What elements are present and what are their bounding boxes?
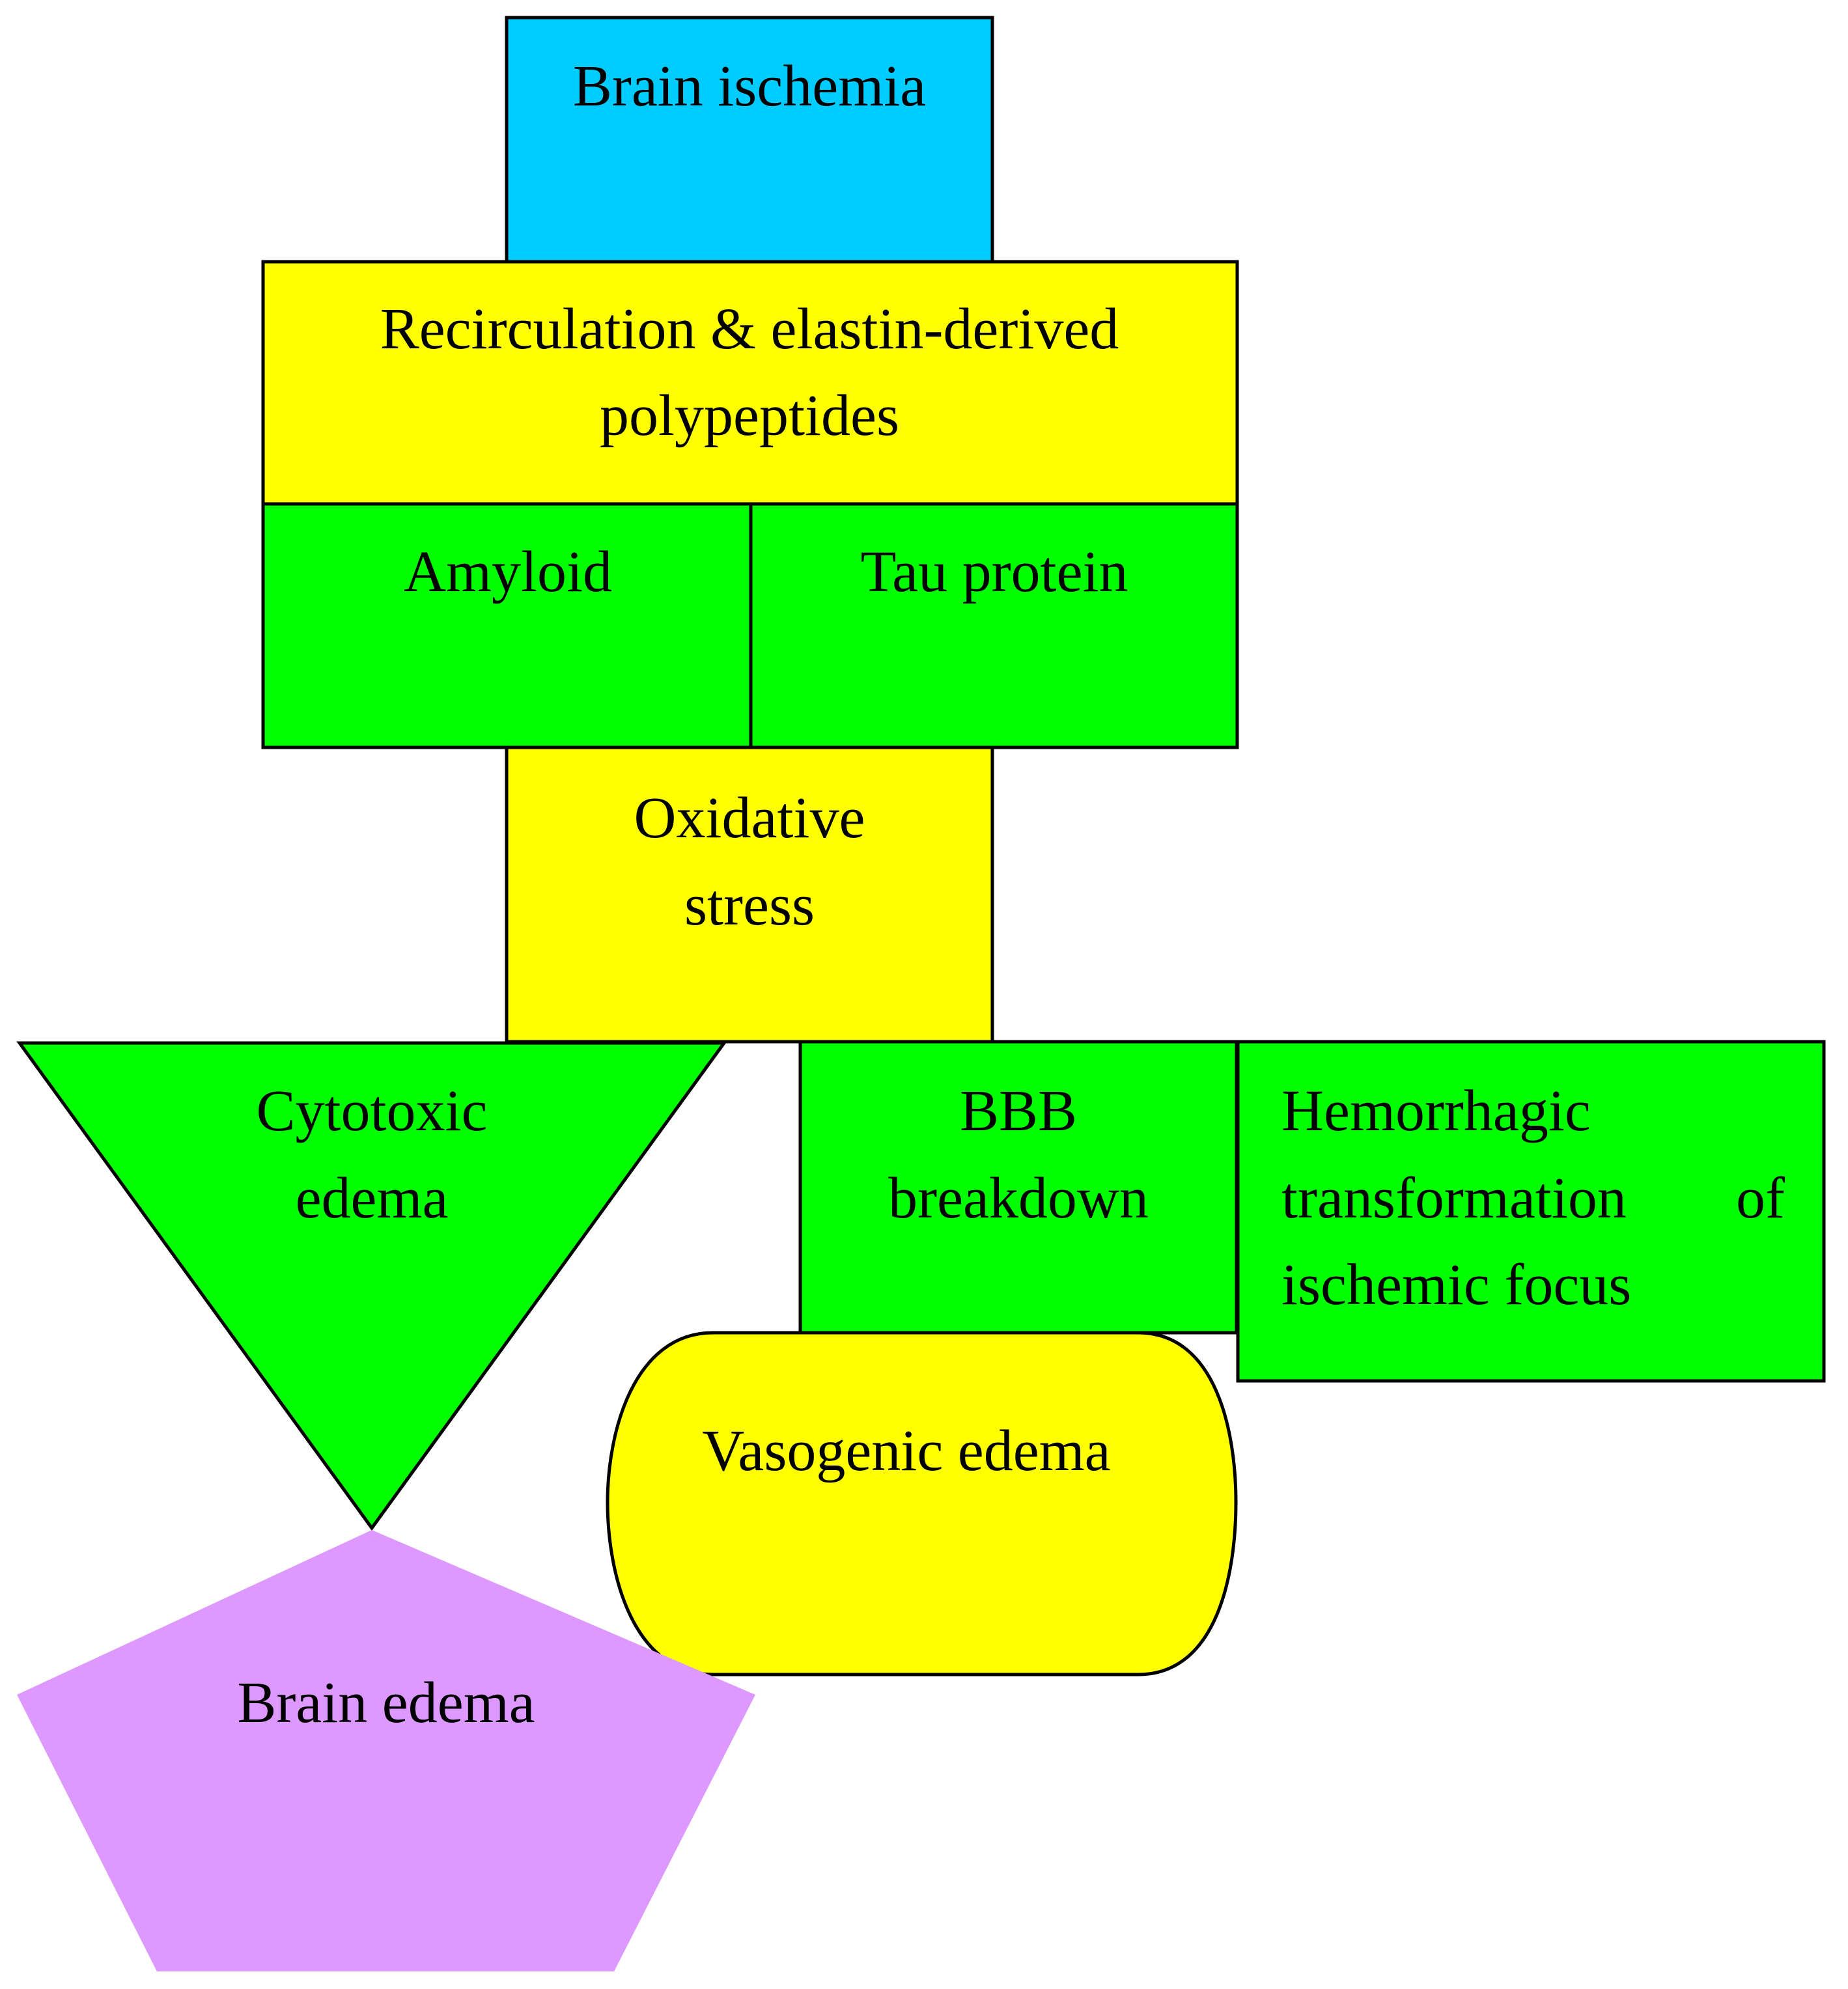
node-tau-protein: Tau protein [749, 502, 1239, 749]
cytotoxic-edema-label-line-2: edema [296, 1166, 449, 1231]
vasogenic-edema-label: Vasogenic edema [702, 1419, 1110, 1483]
bbb-breakdown-box [798, 1040, 1239, 1335]
bbb-breakdown-label-line-1: BBB [960, 1079, 1077, 1143]
node-vasogenic-edema: Vasogenic edema [606, 1331, 1238, 1676]
node-brain-edema: Brain edema [17, 1530, 755, 1971]
node-oxidative-stress: Oxidative stress [505, 745, 994, 1044]
node-bbb-breakdown: BBB breakdown [798, 1040, 1239, 1335]
node-recirculation: Recirculation & elastin-derived polypept… [261, 260, 1239, 506]
amyloid-box [261, 502, 753, 749]
hemorrhagic-label-line-3: ischemic focus [1281, 1253, 1631, 1317]
brain-ischemia-label: Brain ischemia [573, 54, 926, 118]
tau-protein-box [749, 502, 1239, 749]
oxidative-stress-label-line-2: stress [684, 873, 815, 938]
node-hemorrhagic-transformation: Hemorrhagic transformation of ischemic f… [1236, 1040, 1826, 1383]
node-brain-ischemia: Brain ischemia [505, 16, 994, 264]
tau-protein-label: Tau protein [860, 540, 1128, 604]
oxidative-stress-box [505, 745, 994, 1044]
node-cytotoxic-edema: Cytotoxic edema [16, 1041, 727, 1531]
recirculation-label-line-1: Recirculation & elastin-derived [380, 297, 1119, 361]
cytotoxic-edema-triangle [16, 1041, 727, 1531]
hemorrhagic-transformation-box [1236, 1040, 1826, 1383]
brain-edema-pentagon [17, 1530, 755, 1971]
vasogenic-edema-shape [606, 1331, 1238, 1676]
hemorrhagic-label-line-2a: transformation [1281, 1166, 1627, 1231]
cytotoxic-edema-label-line-1: Cytotoxic [257, 1079, 488, 1143]
oxidative-stress-label-line-1: Oxidative [634, 786, 865, 850]
brain-edema-label: Brain edema [237, 1671, 535, 1735]
hemorrhagic-label-line-2b: of [1736, 1166, 1785, 1231]
recirculation-box [261, 260, 1239, 506]
recirculation-label-line-2: polypeptides [600, 383, 899, 448]
brain-ischemia-box [505, 16, 994, 264]
bbb-breakdown-label-line-2: breakdown [888, 1166, 1149, 1231]
hemorrhagic-label-line-1: Hemorrhagic [1281, 1079, 1591, 1143]
node-amyloid: Amyloid [261, 502, 753, 749]
amyloid-label: Amyloid [404, 540, 612, 604]
